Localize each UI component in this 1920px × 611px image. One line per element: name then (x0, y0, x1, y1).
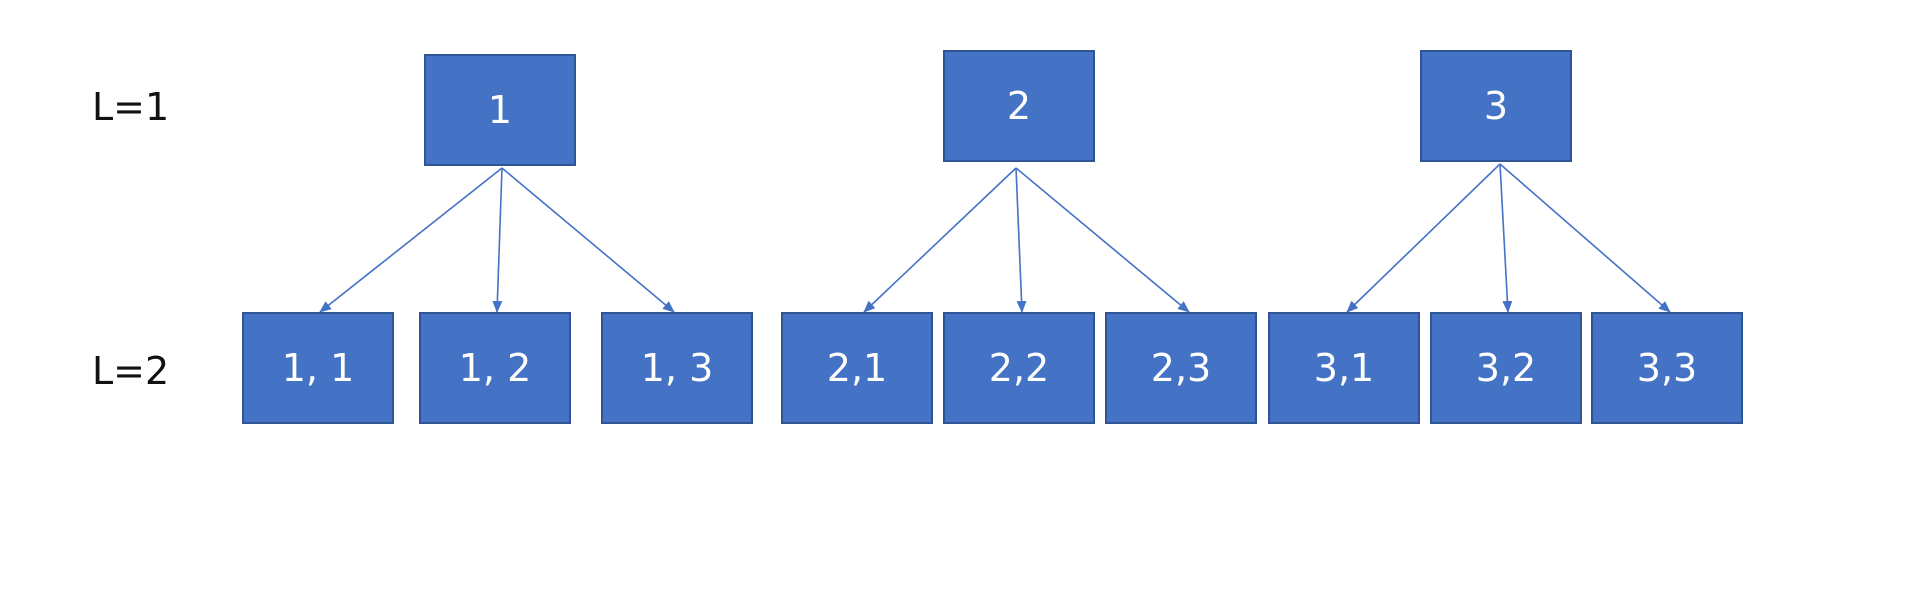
node-1-1-label: 1, 1 (281, 346, 355, 390)
node-1-1: 1, 1 (242, 312, 394, 424)
node-2: 2 (943, 50, 1095, 162)
node-3-3: 3,3 (1591, 312, 1743, 424)
node-1-3-label: 1, 3 (640, 346, 714, 390)
node-3-3-label: 3,3 (1636, 346, 1698, 390)
node-2-2-label: 2,2 (988, 346, 1050, 390)
edge-3-to-3-1 (1346, 163, 1501, 313)
node-2-3: 2,3 (1105, 312, 1257, 424)
edge-1-to-1-3 (501, 167, 675, 313)
edge-2-to-2-1 (863, 167, 1017, 313)
node-3-1-label: 3,1 (1313, 346, 1375, 390)
node-3-1: 3,1 (1268, 312, 1420, 424)
node-2-1-label: 2,1 (826, 346, 888, 390)
node-1-3: 1, 3 (601, 312, 753, 424)
edge-1-to-1-2 (492, 167, 503, 313)
node-3-2: 3,2 (1430, 312, 1582, 424)
node-1-2: 1, 2 (419, 312, 571, 424)
node-1: 1 (424, 54, 576, 166)
node-3-label: 3 (1483, 84, 1509, 128)
node-3-2-label: 3,2 (1475, 346, 1537, 390)
edge-2-to-2-3 (1015, 167, 1190, 313)
edge-3-to-3-3 (1499, 163, 1671, 313)
node-2-1: 2,1 (781, 312, 933, 424)
node-1-label: 1 (487, 88, 513, 132)
edge-1-to-1-1 (319, 167, 503, 313)
level-label-l1: L=1 (92, 85, 170, 129)
edge-3-to-3-2 (1499, 163, 1513, 313)
node-2-label: 2 (1006, 84, 1032, 128)
edge-2-to-2-2 (1015, 167, 1027, 313)
node-3: 3 (1420, 50, 1572, 162)
node-2-3-label: 2,3 (1150, 346, 1212, 390)
level-label-l2: L=2 (92, 349, 170, 393)
node-2-2: 2,2 (943, 312, 1095, 424)
node-1-2-label: 1, 2 (458, 346, 532, 390)
